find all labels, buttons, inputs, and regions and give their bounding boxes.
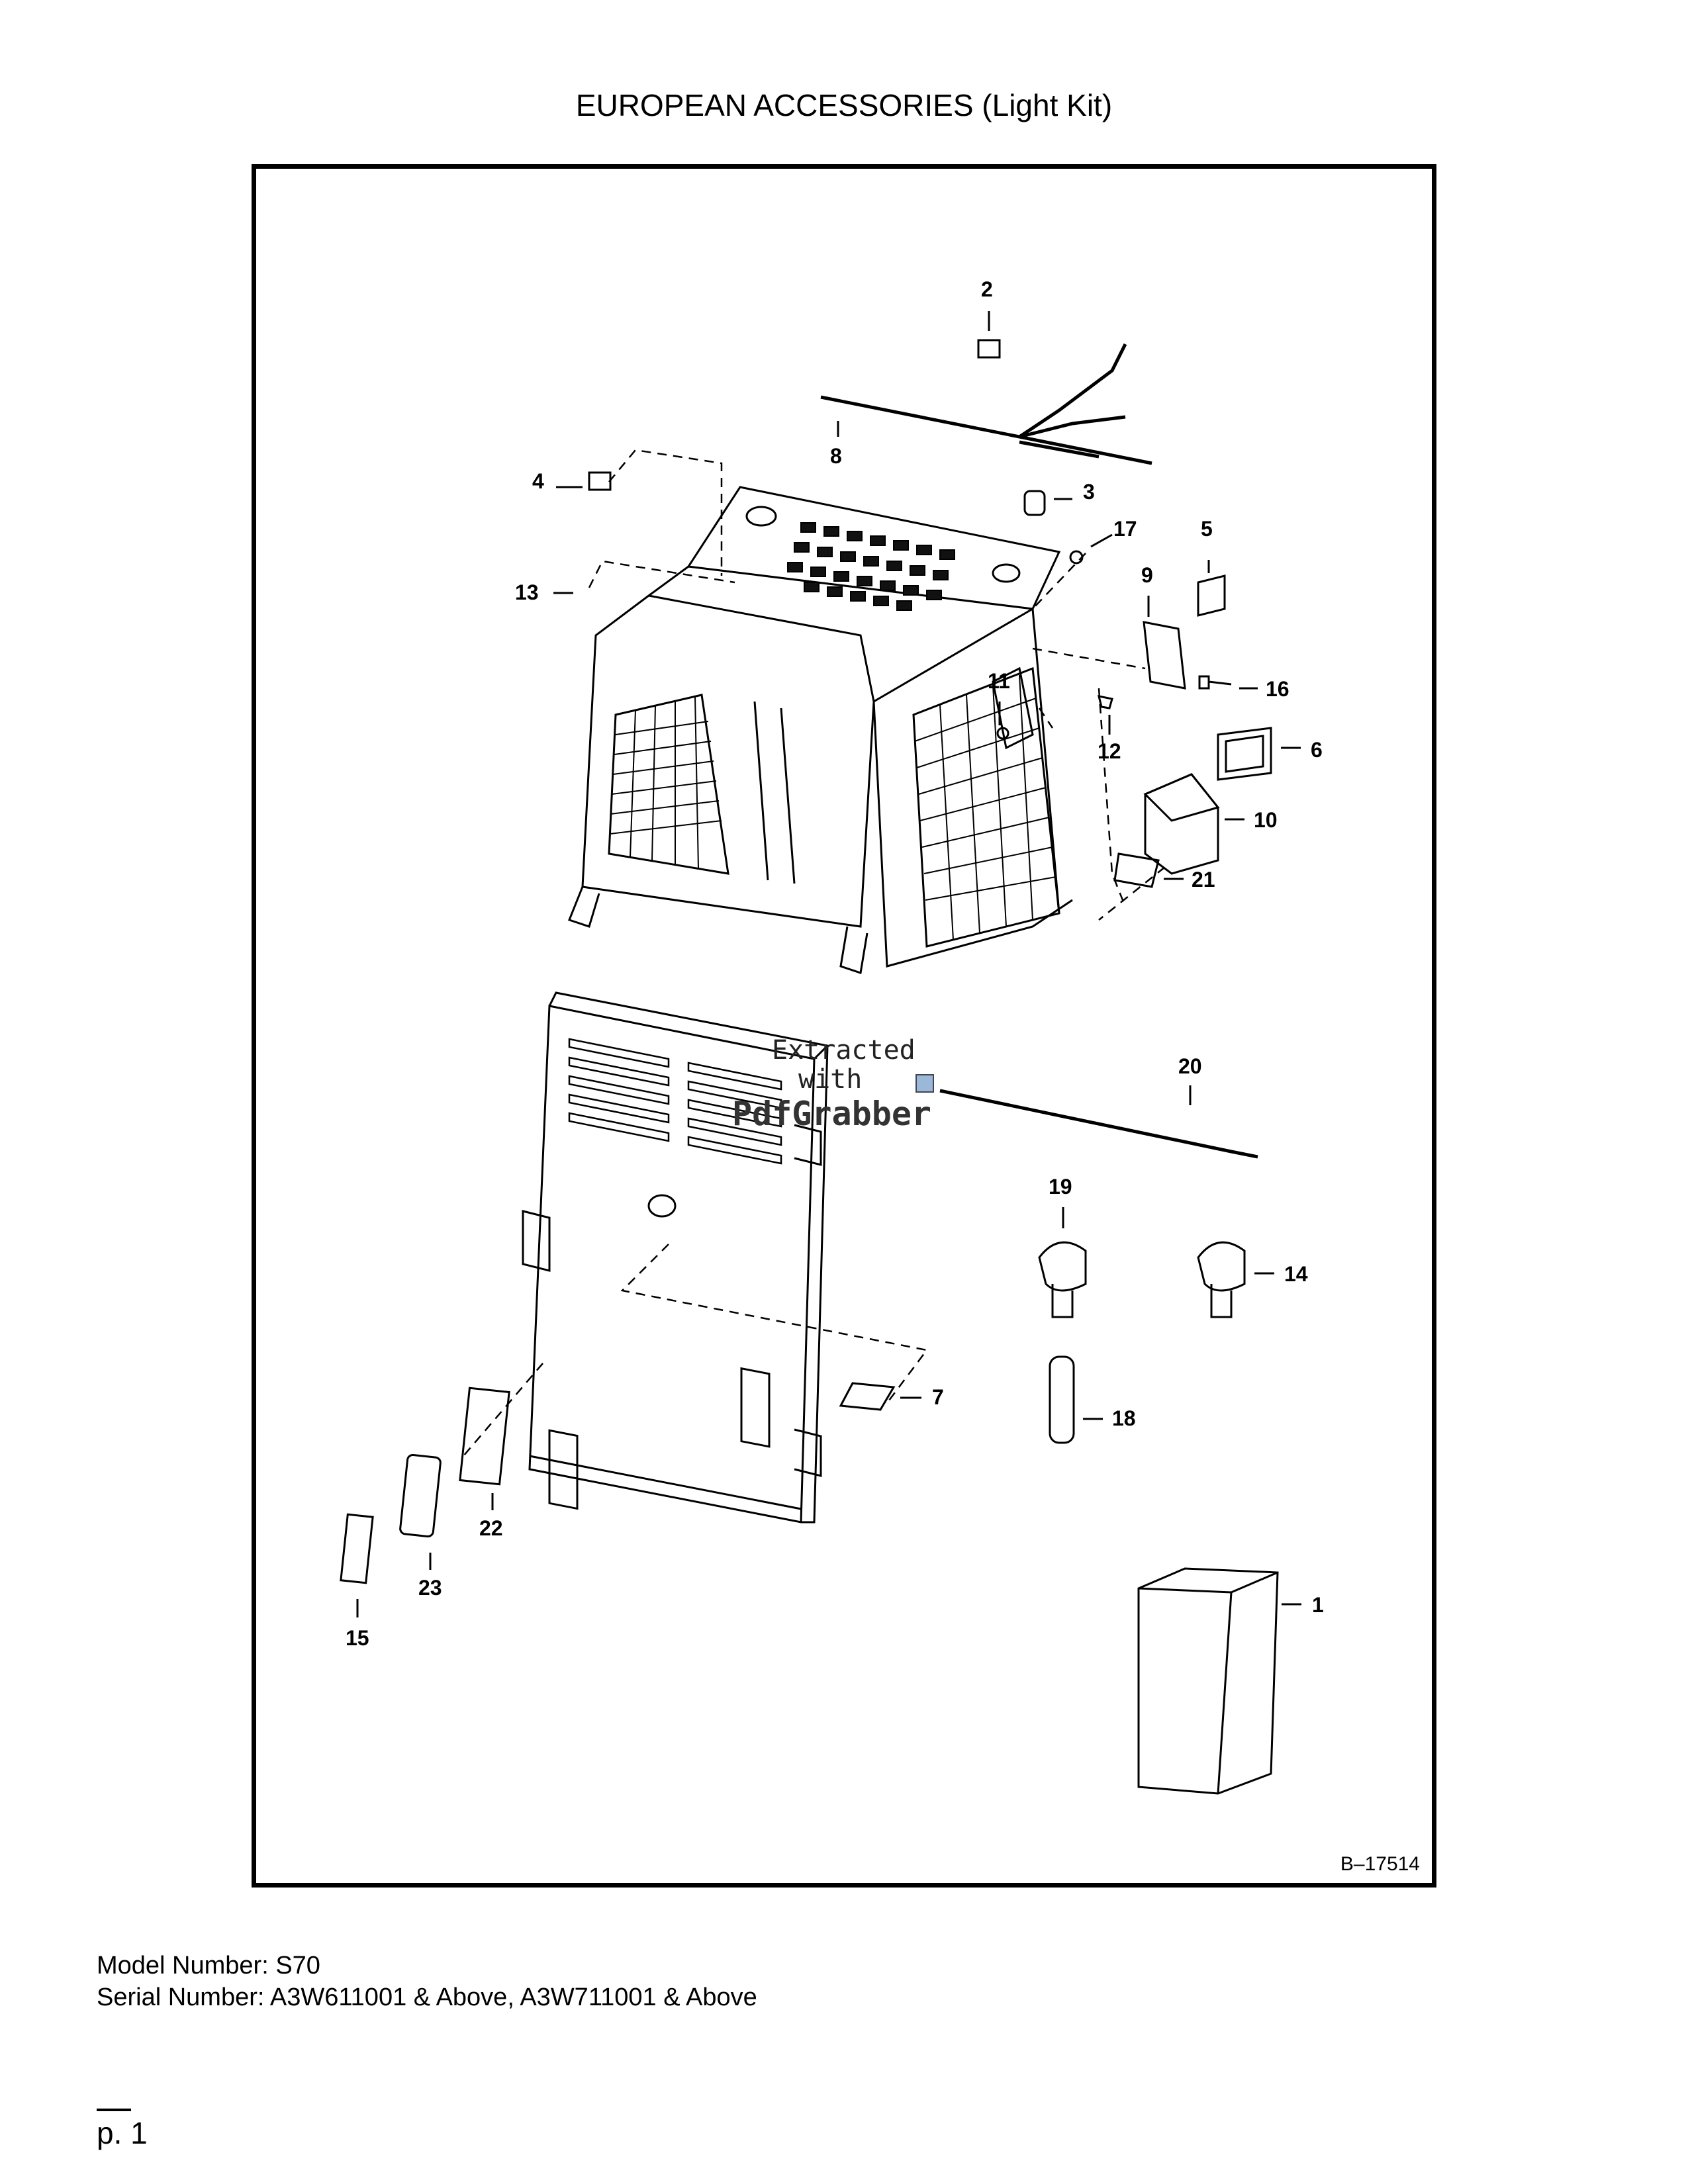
bracket-part-9 [1143,621,1186,690]
rear-door-drawing [522,991,830,1524]
callout-4: 4 [532,469,544,493]
callout-16: 16 [1266,677,1289,701]
callout-5: 5 [1201,517,1213,541]
switch-part-5 [1197,574,1226,617]
callout-14: 14 [1284,1262,1308,1286]
decal-part-7 [839,1382,896,1411]
callout-10: 10 [1254,808,1278,832]
svg-text:Extracted: Extracted [772,1035,915,1066]
svg-text:PdfGrabber: PdfGrabber [732,1095,931,1133]
beacon-part-14 [1197,1241,1246,1318]
callout-15: 15 [346,1626,369,1650]
flasher-part-3 [1023,490,1046,516]
svg-text:with: with [798,1064,862,1095]
callout-22: 22 [479,1516,503,1540]
callout-1: 1 [1312,1593,1324,1617]
page-title: EUROPEAN ACCESSORIES (Light Kit) [575,88,1113,122]
callout-12: 12 [1098,739,1121,763]
page-number: p. 1 [97,2116,148,2150]
diagram-frame [252,164,1436,1888]
callout-6: 6 [1311,738,1323,762]
serial-number: Serial Number: A3W611001 & Above, A3W711… [97,1983,757,2011]
relay-part-4 [588,471,612,491]
callout-21: 21 [1192,868,1215,891]
callout-2: 2 [981,277,993,301]
callout-23: 23 [418,1576,442,1600]
cab-drawing [568,486,1073,974]
screw-part-12 [1097,695,1113,709]
watermark-icon [915,1074,934,1093]
relay-part [977,339,1001,359]
beacon-part-19 [1038,1241,1087,1318]
callout-19: 19 [1049,1175,1072,1199]
callout-9: 9 [1141,563,1153,587]
wiring-harness-8 [820,343,1152,465]
wiring-harness-20 [939,1089,1258,1159]
gasket-part-22 [459,1387,510,1486]
gasket-part-6 [1217,727,1272,781]
callout-18: 18 [1112,1406,1136,1430]
diagram-code: B–17514 [1340,1853,1420,1875]
screw-part-11 [996,727,1009,740]
storage-box-part-1 [1137,1567,1279,1795]
nut-part-17 [1069,550,1084,565]
bolt-part-16 [1198,675,1232,690]
lens-part-15 [340,1513,374,1584]
callout-8: 8 [830,444,842,468]
callout-3: 3 [1083,480,1095,504]
callout-13: 13 [515,580,539,604]
callout-20: 20 [1178,1054,1202,1078]
footer-info: Model Number: S70 Serial Number: A3W6110… [97,1950,757,2013]
model-number: Model Number: S70 [97,1952,320,1979]
callout-11: 11 [988,669,1010,693]
light-part-23 [399,1454,442,1537]
pdfgrabber-watermark: Extracted with PdfGrabber [732,1035,934,1133]
callout-7: 7 [932,1385,944,1409]
callout-17: 17 [1113,517,1137,541]
spacer-part-18 [1049,1355,1075,1444]
page-rule [97,2109,131,2111]
plate-part-21 [1113,852,1160,888]
